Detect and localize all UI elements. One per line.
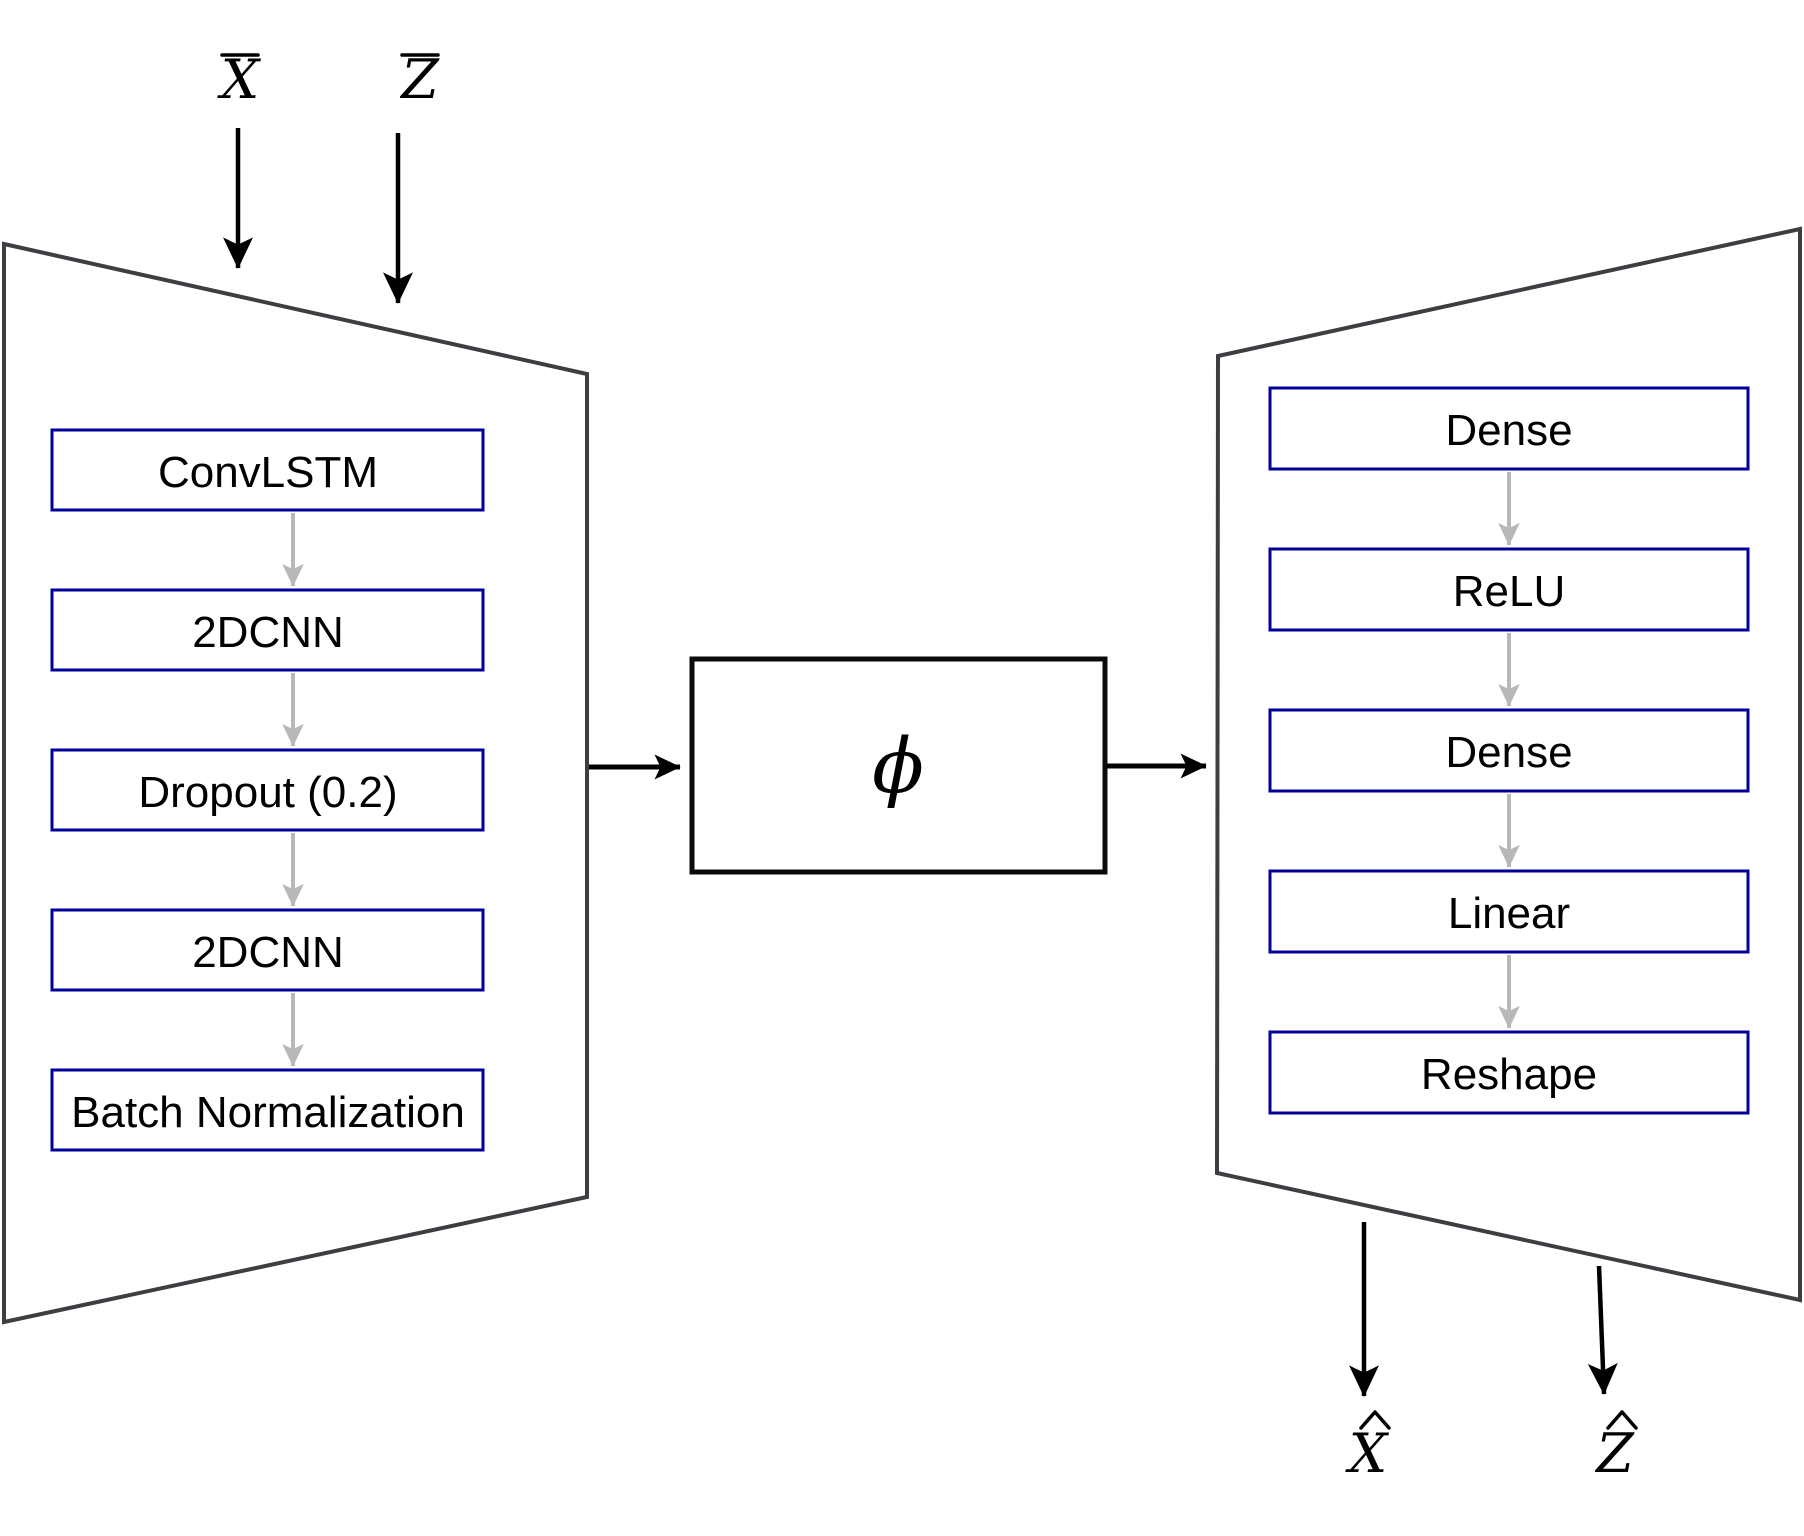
decoder-layer-box (1268, 547, 1750, 632)
circumflex-accent-x (1359, 1410, 1391, 1430)
encoder-layer-label: 2DCNN (192, 928, 344, 977)
encoder-layer-box (50, 1068, 485, 1152)
encoder-layer-label: Batch Normalization (71, 1088, 465, 1137)
inputs: X Z (217, 48, 440, 304)
output-label-zhat: Z (1594, 1422, 1635, 1485)
outputs: X Z (1345, 1222, 1638, 1485)
encoder-layer-box (50, 428, 485, 512)
output-label-xhat: X (1345, 1422, 1390, 1485)
decoder-layer-label: Reshape (1421, 1050, 1597, 1099)
encoder-layer-box (50, 588, 485, 672)
encoder-layer-box (50, 748, 485, 832)
encoder-layer-label: 2DCNN (192, 608, 344, 657)
decoder-layer-label: Dense (1445, 728, 1572, 777)
decoder-layer-box (1268, 708, 1750, 793)
decoder-layer-box (1268, 1030, 1750, 1115)
bottleneck: ϕ (589, 656, 1207, 875)
encoder-layer-label: Dropout (0.2) (138, 768, 397, 817)
bottleneck-box (689, 656, 1108, 875)
decoder-layer-box (1268, 386, 1750, 471)
input-label-zbar: Z (399, 48, 440, 111)
decoder-layer-label: Dense (1445, 406, 1572, 455)
decoder: Dense ReLU Dense Linear Reshape (1214, 226, 1802, 1303)
encoder-layer-box (50, 908, 485, 992)
encoder: ConvLSTM 2DCNN Dropout (0.2) 2DCNN Batch… (2, 241, 589, 1325)
decoder-layer-label: Linear (1448, 889, 1570, 938)
circumflex-accent-z (1606, 1410, 1638, 1430)
bottleneck-label: ϕ (872, 721, 924, 810)
decoder-layer-label: ReLU (1453, 567, 1566, 616)
output-arrow-z (1587, 1265, 1618, 1395)
encoder-layer-label: ConvLSTM (158, 448, 378, 497)
input-label-xbar: X (217, 48, 262, 111)
decoder-layer-box (1268, 869, 1750, 954)
